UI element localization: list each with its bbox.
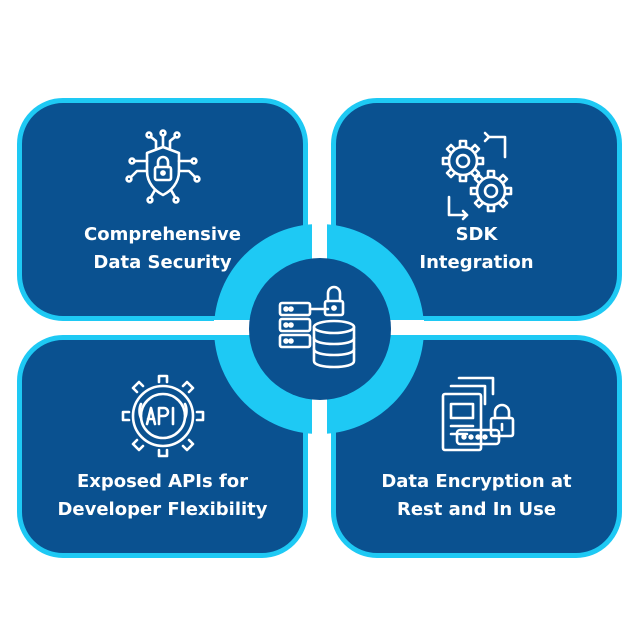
feature-label: SDK Integration bbox=[336, 221, 617, 277]
api-gear-icon bbox=[121, 374, 204, 458]
feature-label-line2: Integration bbox=[419, 252, 534, 273]
feature-label-line2: Rest and In Use bbox=[396, 499, 557, 520]
feature-card-data-security: Comprehensive Data Security bbox=[17, 98, 308, 321]
feature-label: Comprehensive Data Security bbox=[22, 221, 303, 277]
feature-label: Exposed APIs for Developer Flexibility bbox=[22, 468, 303, 524]
feature-label-line1: Comprehensive bbox=[84, 224, 241, 245]
shield-lock-circuit-icon bbox=[124, 129, 201, 204]
gears-sync-icon bbox=[441, 131, 512, 221]
database-server-lock-icon bbox=[278, 285, 356, 369]
feature-label-line1: Data Encryption at bbox=[381, 471, 572, 492]
feature-label-line1: SDK bbox=[455, 224, 498, 245]
encrypted-document-lock-icon bbox=[441, 376, 514, 452]
feature-label-line2: Data Security bbox=[93, 252, 232, 273]
feature-label-line2: Developer Flexibility bbox=[57, 499, 268, 520]
central-hub bbox=[249, 258, 391, 400]
feature-label-line1: Exposed APIs for bbox=[76, 471, 249, 492]
feature-label: Data Encryption at Rest and In Use bbox=[336, 468, 617, 524]
